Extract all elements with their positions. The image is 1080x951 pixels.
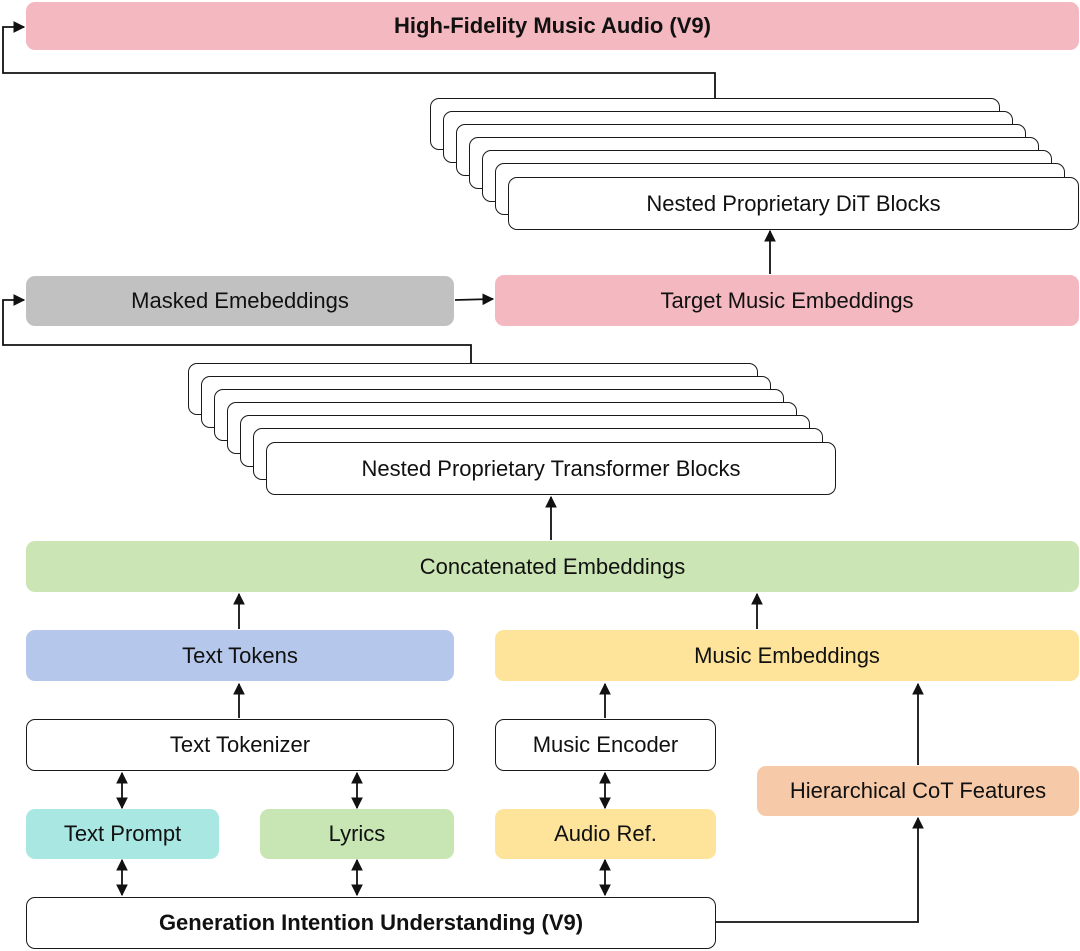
music-embeddings-box: Music Embeddings [495, 630, 1079, 681]
cot-features-box: Hierarchical CoT Features [757, 766, 1079, 816]
lyrics-box: Lyrics [260, 809, 454, 859]
music-embeddings-label: Music Embeddings [694, 642, 880, 668]
arrow-intention-cot [716, 816, 924, 923]
target-embeddings-box: Target Music Embeddings [495, 275, 1079, 326]
output-audio-label: High-Fidelity Music Audio (V9) [394, 13, 711, 38]
arrow-transformer-masked [2, 294, 472, 363]
target-embeddings-label: Target Music Embeddings [660, 287, 914, 313]
audio-ref-label: Audio Ref. [554, 821, 657, 846]
text-tokens-label: Text Tokens [182, 642, 298, 668]
concatenated-embeddings-label: Concatenated Embeddings [419, 553, 686, 579]
text-tokens-box: Text Tokens [26, 630, 454, 681]
arrow-dit-output [2, 21, 716, 98]
intention-understanding-box: Generation Intention Understanding (V9) [26, 897, 716, 949]
cot-features-label: Hierarchical CoT Features [789, 778, 1047, 803]
masked-embeddings-label: Masked Emebeddings [131, 288, 349, 313]
text-tokenizer-label: Text Tokenizer [169, 732, 311, 757]
audio-ref-box: Audio Ref. [495, 809, 716, 859]
lyrics-label: Lyrics [328, 821, 386, 846]
text-prompt-box: Text Prompt [26, 809, 219, 859]
text-tokenizer-box: Text Tokenizer [26, 719, 454, 771]
arrow-masked-target [454, 293, 495, 306]
music-encoder-label: Music Encoder [532, 732, 679, 757]
dit-blocks-box: Nested Proprietary DiT Blocks [508, 177, 1079, 230]
output-audio-box: High-Fidelity Music Audio (V9) [26, 2, 1079, 50]
music-encoder-box: Music Encoder [495, 719, 716, 771]
transformer-blocks-label: Nested Proprietary Transformer Blocks [361, 455, 741, 481]
masked-embeddings-box: Masked Emebeddings [26, 276, 454, 326]
text-prompt-label: Text Prompt [63, 821, 182, 846]
intention-understanding-label: Generation Intention Understanding (V9) [158, 910, 584, 935]
transformer-blocks-box: Nested Proprietary Transformer Blocks [266, 442, 836, 495]
dit-blocks-label: Nested Proprietary DiT Blocks [646, 190, 941, 216]
concatenated-embeddings-box: Concatenated Embeddings [26, 541, 1079, 592]
